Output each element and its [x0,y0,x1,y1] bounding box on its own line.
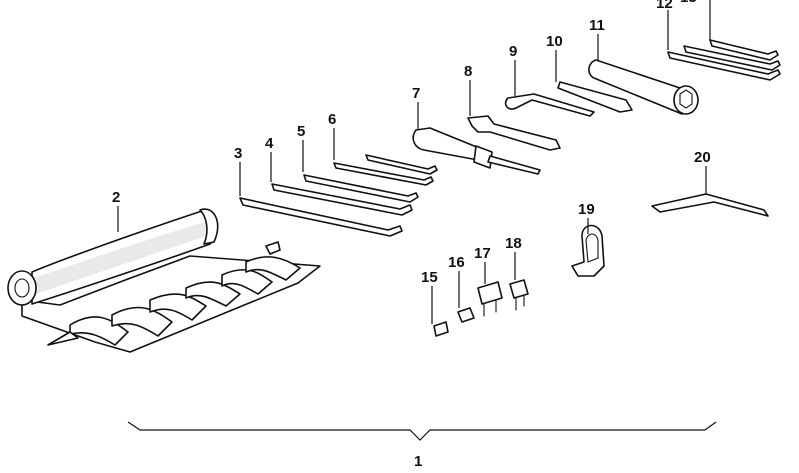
hex-key-set-12-13 [667,39,781,81]
callout-4: 4 [265,135,274,152]
tommy-bar-10 [557,81,633,113]
callout-7: 7 [412,85,420,102]
callout-17: 17 [474,245,491,262]
callout-12: 12 [656,0,673,12]
fuse-15 [433,321,449,337]
callout-16: 16 [448,254,465,271]
callout-9: 9 [509,43,517,60]
callout-20: 20 [694,149,711,166]
assembly-brace [127,421,717,441]
callout-3: 3 [234,145,242,162]
callout-19: 19 [578,201,595,218]
fuse-18 [509,279,529,311]
callout-15: 15 [421,269,438,286]
callout-6: 6 [328,111,336,128]
clip-19 [571,224,605,277]
box-spanner-11 [588,59,699,115]
strap-20 [651,193,769,217]
callout-5: 5 [297,123,305,140]
callout-11: 11 [589,17,605,34]
tool-roll-pouch [7,208,321,353]
angled-key-9 [504,93,595,117]
callout-8: 8 [464,63,472,80]
callout-18: 18 [505,235,522,252]
hex-key-5 [303,174,419,203]
fuse-16 [457,307,475,323]
callout-labels: 1 2 3 4 5 6 7 8 9 10 11 12 13 15 16 17 1… [112,0,711,470]
callout-1: 1 [414,453,422,470]
callout-10: 10 [546,33,563,50]
open-wrench-8 [467,115,561,151]
fuse-17 [477,281,503,317]
leader-lines [117,0,711,324]
hex-key-4 [271,183,413,216]
hex-key-3 [239,197,403,237]
callout-2: 2 [112,189,120,206]
callout-13: 13 [680,0,697,6]
screwdriver-7 [412,127,541,175]
hex-key-6 [333,154,438,186]
